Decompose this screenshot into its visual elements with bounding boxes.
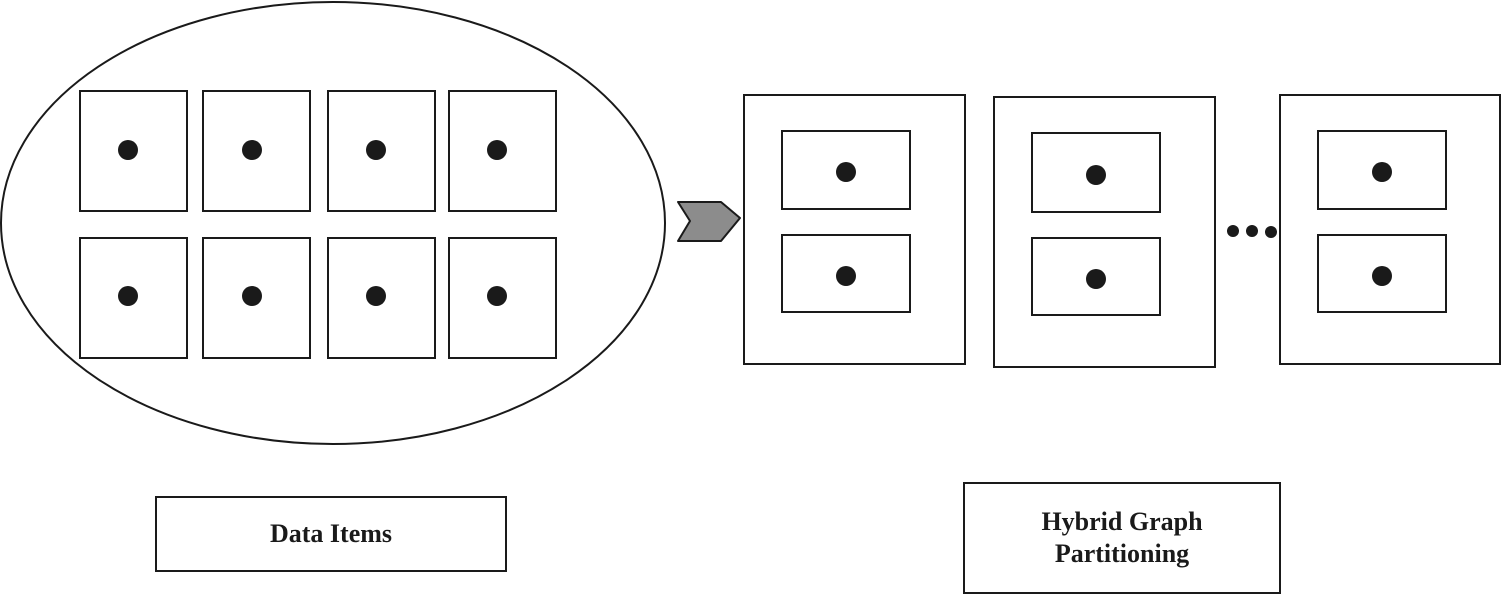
partitioning-label-line-1: Hybrid Graph — [1041, 506, 1203, 536]
right-arrow-icon — [677, 201, 741, 242]
data-point — [118, 286, 138, 306]
data-item — [202, 90, 311, 212]
partition — [743, 94, 966, 365]
data-point — [487, 286, 507, 306]
partition-item — [1317, 130, 1447, 210]
data-items-label: Data Items — [269, 518, 393, 548]
data-item — [327, 237, 436, 359]
data-point — [1372, 162, 1392, 182]
data-point — [1086, 269, 1106, 289]
data-point — [366, 286, 386, 306]
partition-item — [781, 234, 911, 313]
partition-item — [1031, 237, 1161, 316]
data-item — [448, 237, 557, 359]
data-point — [242, 140, 262, 160]
data-item — [327, 90, 436, 212]
data-point — [1372, 266, 1392, 286]
data-items-label-box: Data Items — [155, 496, 507, 572]
partitioning-label-box: Hybrid Graph Partitioning — [963, 482, 1281, 594]
partition-item — [781, 130, 911, 210]
data-item — [79, 90, 188, 212]
data-items-ellipse — [0, 1, 666, 445]
data-point — [366, 140, 386, 160]
data-point — [118, 140, 138, 160]
partition-item — [1031, 132, 1161, 213]
data-item — [79, 237, 188, 359]
data-point — [836, 162, 856, 182]
ellipsis-icon — [1227, 225, 1277, 238]
partition — [1279, 94, 1501, 365]
data-items-grid — [79, 90, 557, 359]
data-item — [202, 237, 311, 359]
data-point — [1086, 165, 1106, 185]
partition-item — [1317, 234, 1447, 313]
partitioning-label-line-2: Partitioning — [1054, 539, 1190, 568]
data-point — [242, 286, 262, 306]
partition — [993, 96, 1216, 368]
data-point — [487, 140, 507, 160]
data-item — [448, 90, 557, 212]
data-point — [836, 266, 856, 286]
